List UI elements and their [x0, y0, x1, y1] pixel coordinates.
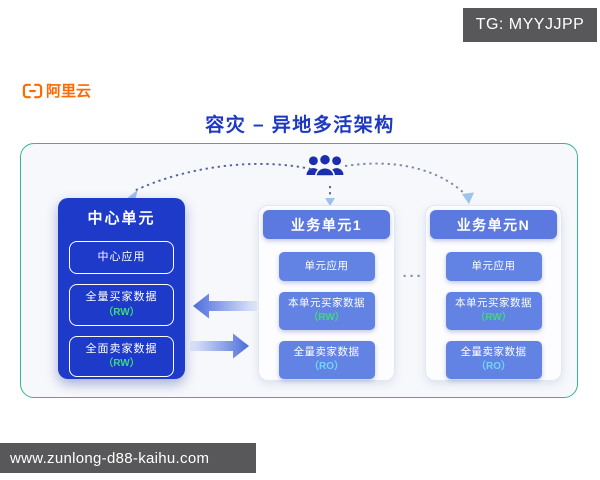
center-unit-panel: 中心单元 中心应用 全量买家数据 （RW） 全面卖家数据 （RW） — [58, 198, 185, 379]
unitn-buyer-data-label: 本单元买家数据 — [455, 297, 532, 310]
center-unit-title: 中心单元 — [87, 210, 156, 227]
tg-contact-badge: TG: MYYJJPP — [463, 8, 597, 42]
unit1-seller-data-tag: （RO） — [309, 361, 344, 373]
unitn-seller-data-label: 全量卖家数据 — [460, 345, 527, 358]
users-icon — [306, 152, 344, 184]
center-seller-data-tag: （RW） — [103, 358, 140, 370]
url-watermark-bar: www.zunlong-d88-kaihu.com — [0, 443, 256, 473]
unit1-buyer-data-box: 本单元买家数据 （RW） — [278, 292, 375, 330]
unitn-seller-data-box: 全量卖家数据 （RO） — [445, 340, 542, 379]
center-seller-data-box: 全面卖家数据 （RW） — [69, 335, 174, 378]
center-buyer-data-tag: （RW） — [103, 306, 140, 318]
unit1-buyer-data-tag: （RW） — [308, 312, 345, 324]
center-seller-data-label: 全面卖家数据 — [85, 342, 158, 355]
business-unit-1-title: 业务单元1 — [263, 210, 390, 239]
unit1-app-label: 单元应用 — [304, 260, 349, 272]
unitn-seller-data-tag: （RO） — [476, 361, 511, 373]
unit1-app-box: 单元应用 — [278, 252, 375, 282]
unitn-app-box: 单元应用 — [445, 252, 542, 282]
unit1-seller-data-label: 全量卖家数据 — [293, 345, 360, 358]
alicloud-logo-text: 阿里云 — [46, 83, 92, 100]
center-buyer-data-label: 全量买家数据 — [85, 291, 158, 304]
unitn-app-label: 单元应用 — [471, 260, 516, 272]
center-buyer-data-box: 全量买家数据 （RW） — [69, 284, 174, 326]
center-app-box: 中心应用 — [69, 241, 174, 275]
unit1-buyer-data-label: 本单元买家数据 — [288, 297, 365, 310]
alicloud-logo-icon — [22, 83, 43, 98]
business-unit-1-panel: 业务单元1 单元应用 本单元买家数据 （RW） 全量卖家数据 （RO） — [258, 205, 395, 381]
unit1-seller-data-box: 全量卖家数据 （RO） — [278, 340, 375, 379]
unitn-buyer-data-tag: （RW） — [475, 312, 512, 324]
center-app-label: 中心应用 — [97, 251, 146, 263]
business-unit-n-panel: 业务单元N 单元应用 本单元买家数据 （RW） 全量卖家数据 （RO） — [425, 205, 562, 381]
business-unit-n-title: 业务单元N — [430, 210, 557, 239]
units-ellipsis: ··· — [402, 268, 424, 285]
alicloud-logo: 阿里云 — [22, 80, 91, 101]
page-title: 容灾 – 异地多活架构 — [205, 115, 395, 136]
unitn-buyer-data-box: 本单元买家数据 （RW） — [445, 292, 542, 330]
